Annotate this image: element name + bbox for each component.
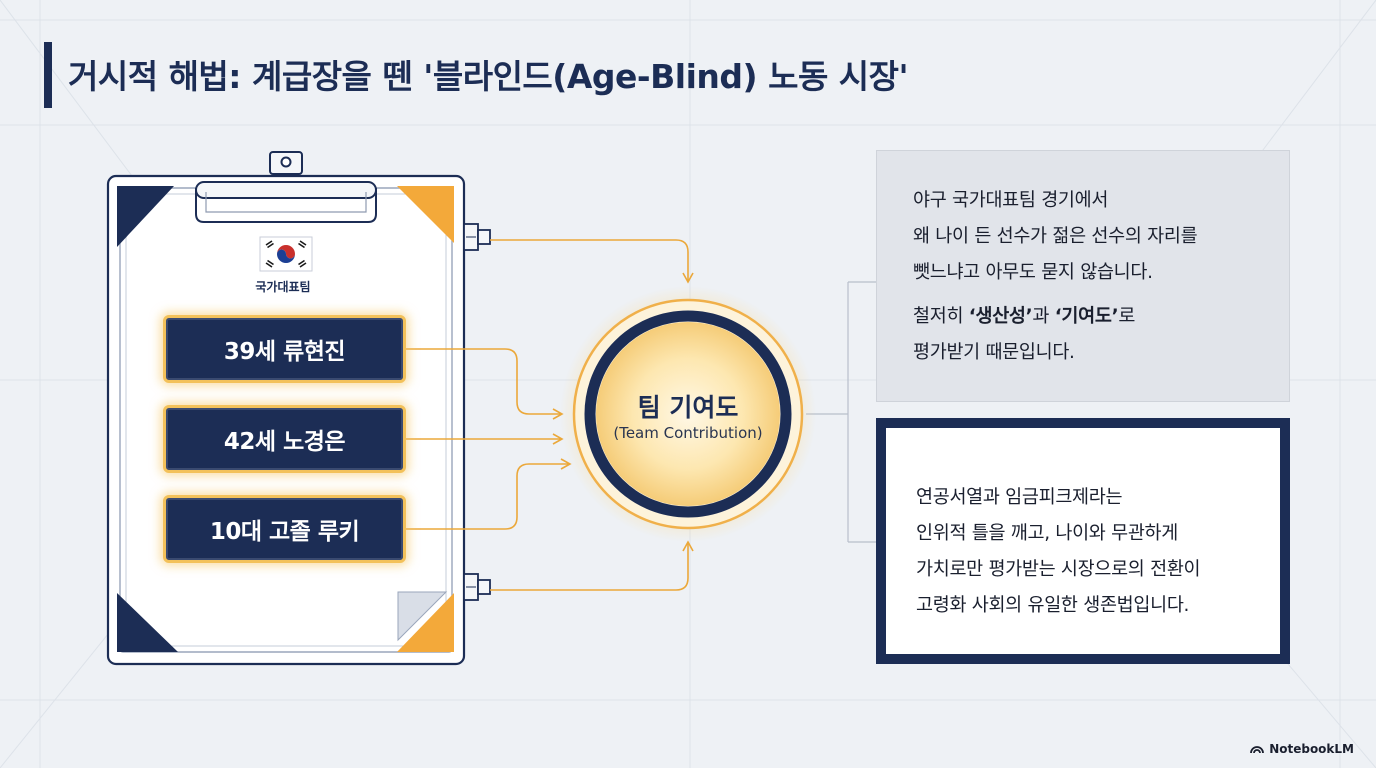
conclusion-line-2: 인위적 틀을 깨고, 나이와 무관하게 xyxy=(916,523,1178,544)
center-subtitle: (Team Contribution) xyxy=(613,424,763,442)
conclusion-box: 연공서열과 임금피크제라는 인위적 틀을 깨고, 나이와 무관하게 가치로만 평… xyxy=(876,418,1290,664)
brand-name: NotebookLM xyxy=(1269,742,1354,756)
player-card-ryu: 39세 류현진 xyxy=(163,315,406,383)
explanation-line-2: 왜 나이 든 선수가 젊은 선수의 자리를 xyxy=(913,226,1198,247)
connector-arrows xyxy=(406,239,694,591)
conclusion-inner: 연공서열과 임금피크제라는 인위적 틀을 깨고, 나이와 무관하게 가치로만 평… xyxy=(886,428,1280,654)
explanation-line-4: 철저히 ‘생산성’과 ‘기여도’로 xyxy=(913,299,1289,335)
explanation-box: 야구 국가대표팀 경기에서 왜 나이 든 선수가 젊은 선수의 자리를 뺏느냐고… xyxy=(876,150,1290,402)
keyword-productivity: ‘생산성’ xyxy=(968,306,1033,327)
explanation-line-4-post: 로 xyxy=(1118,306,1136,327)
title-accent-bar xyxy=(44,42,52,108)
explanation-line-4-mid: 과 xyxy=(1032,306,1055,327)
conclusion-line-3: 가치로만 평가받는 시장으로의 전환이 xyxy=(916,559,1201,580)
conclusion-line-4: 고령화 사회의 유일한 생존법입니다. xyxy=(916,595,1190,616)
player-card-noh: 42세 노경은 xyxy=(163,405,406,473)
page-title: 거시적 해법: 계급장을 뗀 '블라인드(Age-Blind) 노동 시장' xyxy=(68,57,909,96)
notebooklm-logo-icon xyxy=(1250,746,1265,754)
center-title: 팀 기여도 xyxy=(637,393,739,422)
bracket-lines xyxy=(806,281,876,543)
player-card-rookie: 10대 고졸 루키 xyxy=(163,495,406,563)
conclusion-line-1: 연공서열과 임금피크제라는 xyxy=(916,487,1123,508)
explanation-line-5: 평가받기 때문입니다. xyxy=(913,342,1075,363)
explanation-line-1: 야구 국가대표팀 경기에서 xyxy=(913,190,1109,211)
team-contribution-circle xyxy=(560,286,816,542)
brand-watermark: NotebookLM xyxy=(1250,742,1354,756)
keyword-contribution: ‘기여도’ xyxy=(1054,306,1119,327)
explanation-line-4-pre: 철저히 xyxy=(913,306,969,327)
explanation-line-3: 뺏느냐고 아무도 묻지 않습니다. xyxy=(913,262,1153,283)
team-label: 국가대표팀 xyxy=(255,280,311,294)
korea-flag-icon xyxy=(259,236,313,272)
